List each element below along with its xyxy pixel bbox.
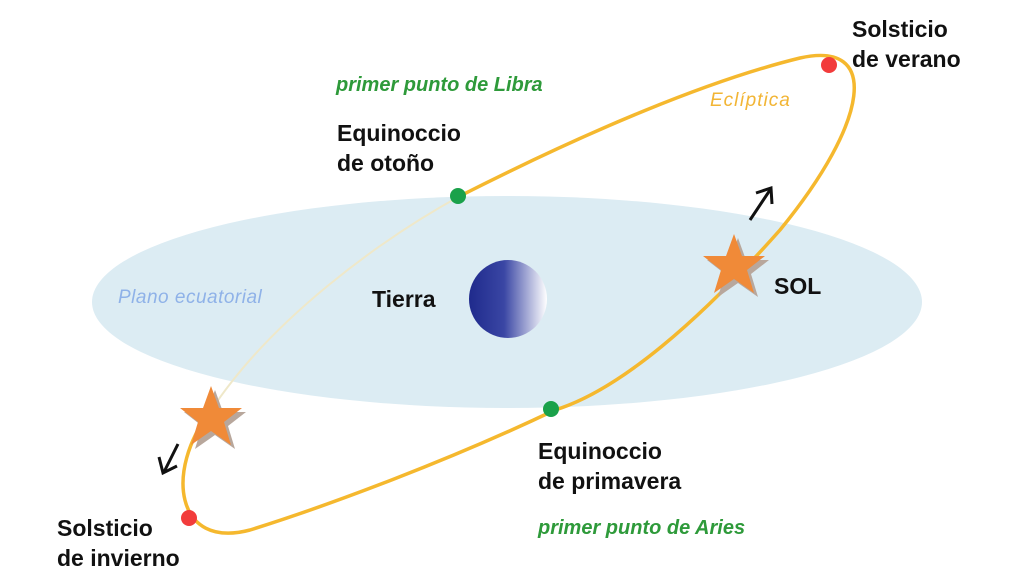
equinox-point-spring [543,401,559,417]
autumn-equinox-label: Equinoccio de otoño [337,120,461,176]
earth-label: Tierra [372,286,436,312]
earth-sphere-icon [469,260,547,338]
first-point-aries-label: primer punto de Aries [538,517,746,539]
solstice-point-summer [821,57,837,73]
solstice-point-winter [181,510,197,526]
summer-solstice-label: Solsticio de verano [852,16,961,72]
motion-arrow-icon [157,443,180,476]
sun-star-icon [703,234,769,297]
spring-equinox-label: Equinoccio de primavera [538,438,682,494]
winter-solstice-label: Solsticio de invierno [57,515,180,571]
equinox-point-autumn [450,188,466,204]
motion-arrow-icon [748,185,774,221]
sun-star-icon [180,386,246,449]
ecliptic-hidden-segment [209,195,461,413]
ecliptic-orbit [181,53,856,535]
sun-label: SOL [774,273,822,299]
ecliptic-label: Eclíptica [710,90,791,111]
equatorial-plane-label: Plano ecuatorial [118,287,263,308]
first-point-libra-label: primer punto de Libra [336,74,543,96]
